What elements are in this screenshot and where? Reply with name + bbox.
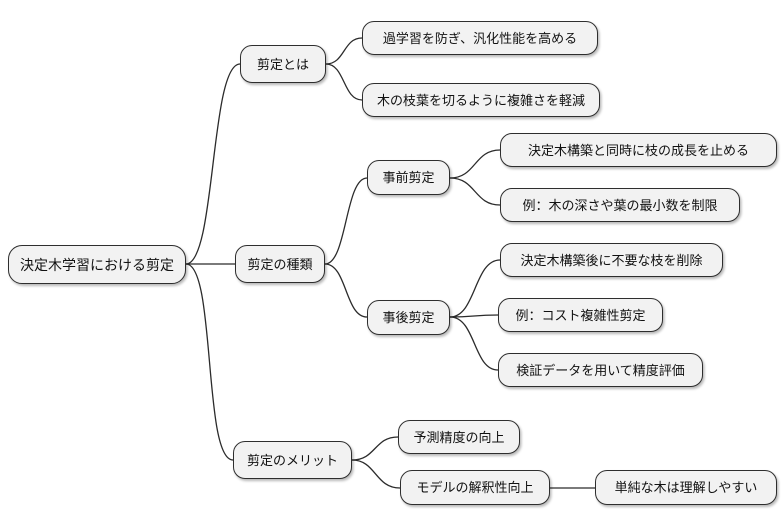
node-prevent-overfitting: 過学習を防ぎ、汎化性能を高める <box>362 21 598 55</box>
node-pruning-merits: 剪定のメリット <box>233 441 352 479</box>
edge-pre-leaf1 <box>449 149 501 179</box>
node-reduce-complexity: 木の枝葉を切るように複雑さを軽減 <box>362 83 600 117</box>
edge-post-leaf3 <box>449 316 499 371</box>
node-root: 決定木学習における剪定 <box>8 245 186 284</box>
node-pruning-definition: 剪定とは <box>240 45 326 83</box>
node-cost-complexity: 例：コスト複雑性剪定 <box>498 298 663 332</box>
node-post-pruning: 事後剪定 <box>367 300 450 335</box>
edge-types-post <box>324 263 368 318</box>
edge-what-leaf1 <box>325 37 363 65</box>
edge-merits-leaf1 <box>351 436 399 461</box>
node-simple-tree: 単純な木は理解しやすい <box>595 470 777 505</box>
edge-post-leaf2 <box>449 314 499 318</box>
edge-post-leaf1 <box>449 259 501 318</box>
node-pruning-types: 剪定の種類 <box>235 245 325 283</box>
edge-types-pre <box>324 177 368 265</box>
node-interpretability: モデルの解釈性向上 <box>400 470 550 505</box>
edge-root-merits <box>185 263 234 461</box>
edge-root-what <box>185 63 241 265</box>
edge-pre-leaf2 <box>449 177 501 206</box>
node-stop-growth: 決定木構築と同時に枝の成長を止める <box>500 133 777 167</box>
edge-what-leaf2 <box>325 63 363 101</box>
node-remove-branches: 決定木構築後に不要な枝を削除 <box>500 243 723 277</box>
node-pre-pruning: 事前剪定 <box>367 160 450 195</box>
node-prediction-accuracy: 予測精度の向上 <box>398 420 520 454</box>
node-validation-eval: 検証データを用いて精度評価 <box>498 353 703 387</box>
edge-merits-leaf2 <box>351 459 401 489</box>
node-limit-depth: 例：木の深さや葉の最小数を制限 <box>500 188 740 222</box>
